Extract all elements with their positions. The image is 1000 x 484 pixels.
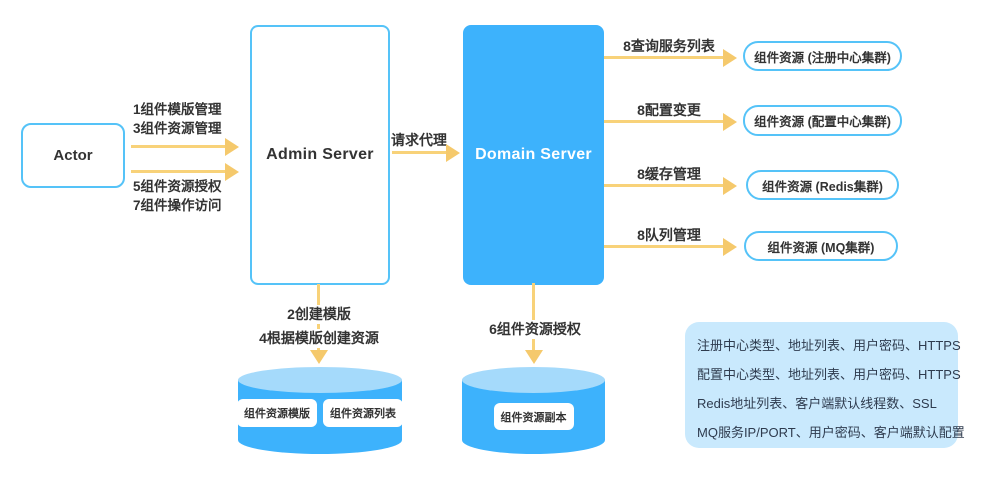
domain-to-queue-arrow (604, 237, 737, 256)
cylinder-top (238, 367, 402, 393)
resource-label-registry: 组件资源 (注册中心集群) (754, 50, 891, 65)
flow-label-line-2: 3组件资源管理 (133, 121, 222, 136)
flow-label-resource-auth: 6组件资源授权 (483, 320, 587, 339)
flow-label-create-template: 2创建模版 (277, 305, 361, 324)
domain-to-config-arrow (604, 112, 737, 131)
flow-label-cache-mgmt: 8缓存管理 (637, 166, 701, 182)
actor-to-admin-arrow-top (131, 137, 239, 156)
domain-to-cache-arrow (604, 176, 737, 195)
flow-label-queue-mgmt: 8队列管理 (637, 227, 701, 243)
flow-label-line-1: 1组件模版管理 (133, 102, 222, 117)
resource-node-config: 组件资源 (配置中心集群) (743, 105, 902, 136)
flow-label-request-proxy: 请求代理 (391, 132, 447, 148)
cylinder-top (462, 367, 605, 393)
note-line-config: 配置中心类型、地址列表、用户密码、HTTPS (697, 367, 961, 382)
flow-label-query-services: 8查询服务列表 (623, 38, 715, 54)
domain-server-label: Domain Server (475, 146, 592, 163)
flow-label-template-resource-mgmt: 1组件模版管理 3组件资源管理 (133, 100, 222, 138)
note-line-registry: 注册中心类型、地址列表、用户密码、HTTPS (697, 338, 961, 353)
resource-node-mq: 组件资源 (MQ集群) (744, 231, 898, 261)
resource-label-config: 组件资源 (配置中心集群) (754, 115, 891, 129)
resource-label-redis: 组件资源 (Redis集群) (762, 179, 883, 194)
resource-node-registry: 组件资源 (注册中心集群) (743, 41, 902, 71)
flow-label-create-resource: 4根据模版创建资源 (251, 329, 387, 348)
note-line-mq: MQ服务IP/PORT、用户密码、客户端默认配置 (697, 425, 965, 440)
resource-label-mq: 组件资源 (MQ集群) (767, 240, 875, 255)
domain-server-node: Domain Server (463, 25, 604, 285)
flow-label-line-1: 5组件资源授权 (133, 179, 222, 194)
domain-to-registry-arrow (604, 48, 737, 67)
notes-panel: 注册中心类型、地址列表、用户密码、HTTPS 配置中心类型、地址列表、用户密码、… (685, 322, 965, 448)
actor-to-admin-arrow-bottom (131, 162, 239, 181)
admin-to-domain-arrow (392, 143, 460, 162)
admin-server-label: Admin Server (266, 146, 374, 163)
actor-label: Actor (53, 147, 93, 164)
domain-store-cylinder: 组件资源副本 (462, 367, 605, 454)
flow-label-config-change: 8配置变更 (637, 102, 701, 118)
admin-store-cylinder: 组件资源模版 组件资源列表 (237, 367, 403, 454)
resource-node-redis: 组件资源 (Redis集群) (746, 170, 899, 200)
flow-label-line-2: 7组件操作访问 (133, 198, 222, 213)
note-line-redis: Redis地址列表、客户端默认线程数、SSL (697, 396, 937, 411)
store-item-replica: 组件资源副本 (493, 403, 574, 430)
store-item-list: 组件资源列表 (323, 399, 403, 427)
actor-node: Actor (21, 123, 125, 188)
store-item-template: 组件资源模版 (237, 399, 317, 427)
domain-to-replica-arrow (524, 283, 543, 364)
flow-label-auth-access: 5组件资源授权 7组件操作访问 (133, 177, 222, 215)
admin-server-node: Admin Server (250, 25, 390, 285)
